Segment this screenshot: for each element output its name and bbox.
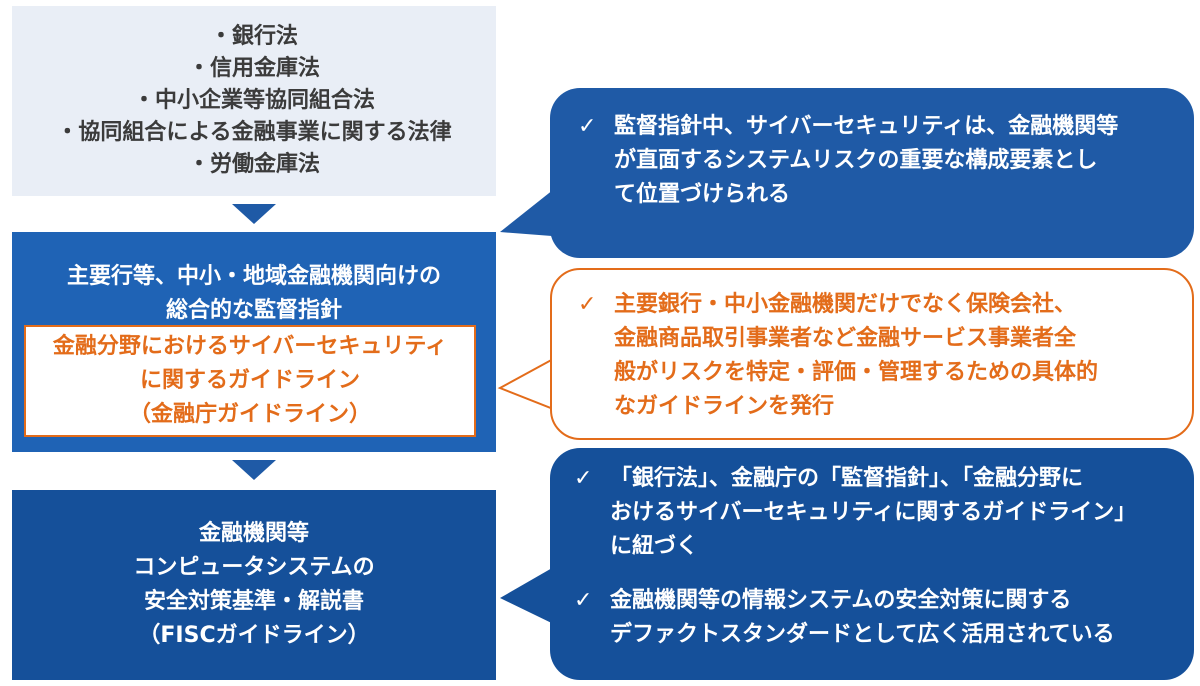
law-item: ・銀行法 [209, 24, 298, 49]
callout-fisc-note: ✓ 「銀行法」、金融庁の「監督指針」、「金融分野に おけるサイバーセキュリティに… [550, 448, 1194, 680]
fsa-guideline-box: 金融分野におけるサイバーセキュリティ に関するガイドライン （金融庁ガイドライン… [24, 325, 476, 437]
callout-line: が直面するシステムリスクの重要な構成要素とし [614, 148, 1098, 173]
law-item: ・協同組合による金融事業に関する法律 [56, 120, 452, 145]
supervision-title-line: 主要行等、中小・地域金融機関向けの [66, 264, 441, 289]
callout-line: 主要銀行・中小金融機関だけでなく保険会社、 [614, 292, 1077, 317]
callout-line: 般がリスクを特定・評価・管理するための具体的 [614, 360, 1099, 385]
callout-line: て位置づけられる [614, 182, 791, 207]
callout-3-tail [500, 560, 566, 630]
fisc-box: 金融機関等 コンピュータシステムの 安全対策基準・解説書 （FISCガイドライン… [12, 490, 496, 680]
callout-line: 金融商品取引事業者など金融サービス事業者全 [614, 326, 1077, 351]
fsa-guideline-line: に関するガイドライン [139, 368, 360, 393]
law-item: ・労働金庫法 [187, 152, 320, 177]
down-arrow-icon [232, 460, 276, 480]
callout-line: 金融機関等の情報システムの安全対策に関する [610, 588, 1072, 613]
callout-line: 「銀行法」、金融庁の「監督指針」、「金融分野に [610, 466, 1084, 491]
supervision-title: 主要行等、中小・地域金融機関向けの 総合的な監督指針 [12, 260, 496, 328]
law-item: ・中小企業等協同組合法 [132, 88, 375, 113]
check-icon: ✓ [578, 114, 597, 139]
callout-line: 監督指針中、サイバーセキュリティは、金融機関等 [614, 114, 1119, 139]
check-icon: ✓ [574, 466, 593, 491]
fisc-line: コンピュータシステムの [133, 555, 375, 580]
callout-supervision-note: ✓ 監督指針中、サイバーセキュリティは、金融機関等 が直面するシステムリスクの重… [550, 88, 1194, 258]
callout-guideline-note: ✓ 主要銀行・中小金融機関だけでなく保険会社、 金融商品取引事業者など金融サービ… [550, 268, 1194, 440]
fisc-line: 金融機関等 [198, 521, 309, 546]
fisc-line: 安全対策基準・解説書 [143, 589, 364, 614]
callout-line: に紐づく [610, 534, 699, 559]
callout-line: なガイドラインを発行 [614, 394, 835, 419]
callout-line: デファクトスタンダードとして広く活用されている [610, 622, 1115, 647]
callout-line: おけるサイバーセキュリティに関するガイドライン」 [610, 500, 1137, 525]
fsa-guideline-line: 金融分野におけるサイバーセキュリティ [52, 334, 448, 359]
law-item: ・信用金庫法 [187, 56, 320, 81]
supervision-title-line: 総合的な監督指針 [165, 298, 342, 323]
fisc-line: （FISCガイドライン） [138, 623, 370, 648]
check-icon: ✓ [574, 588, 593, 613]
laws-box: ・銀行法 ・信用金庫法 ・中小企業等協同組合法 ・協同組合による金融事業に関する… [12, 6, 496, 196]
fsa-guideline-line: （金融庁ガイドライン） [128, 402, 371, 427]
down-arrow-icon [232, 204, 276, 224]
check-icon: ✓ [578, 292, 597, 317]
